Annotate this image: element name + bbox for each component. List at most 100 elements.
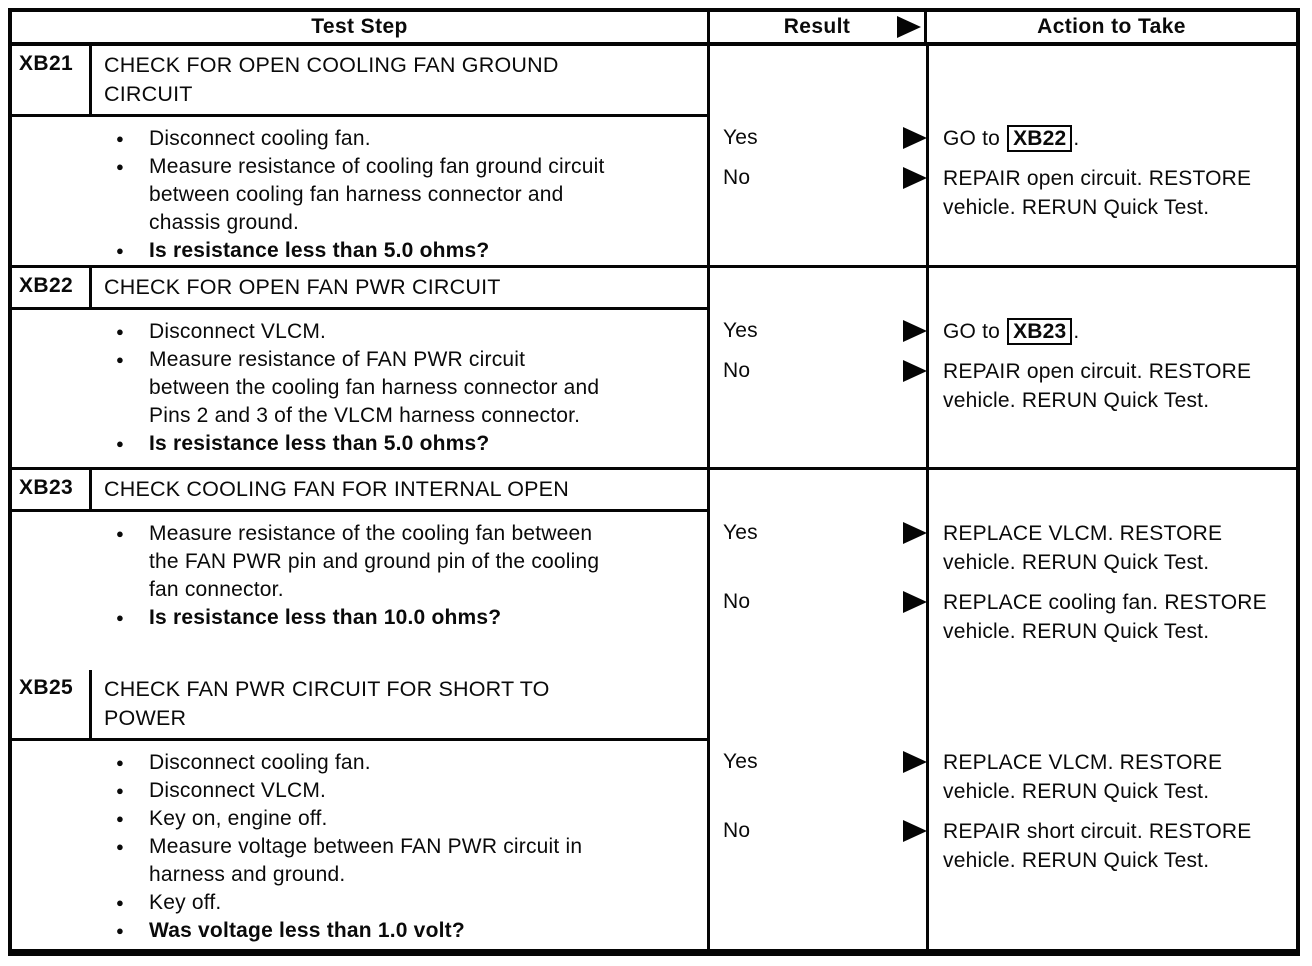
result-action-row: No REPAIR short circuit. RESTORE vehicle.… bbox=[710, 817, 1296, 875]
bullet-icon: ● bbox=[116, 610, 124, 625]
header-result: Result bbox=[707, 12, 927, 42]
bullet-icon: ● bbox=[116, 436, 124, 451]
result-action-panel: Yes REPLACE VLCM. RESTORE vehicle. RERUN … bbox=[707, 470, 1296, 670]
instruction-text: Measure resistance of the cooling fan be… bbox=[149, 522, 600, 601]
header-result-label: Result bbox=[783, 15, 851, 38]
result-answer: No bbox=[710, 357, 929, 385]
result-answer-label: No bbox=[723, 166, 751, 189]
instruction-text: Is resistance less than 5.0 ohms? bbox=[149, 239, 490, 262]
right-arrow-icon bbox=[903, 591, 927, 613]
right-arrow-icon bbox=[903, 127, 927, 149]
step-reference-box: XB22 bbox=[1007, 125, 1073, 152]
test-step-id: XB25 bbox=[12, 670, 92, 738]
instruction-text: Disconnect cooling fan. bbox=[149, 127, 371, 150]
pinpoint-test-table: Test Step Result Action to Take XB21 CHE… bbox=[8, 8, 1300, 956]
action-text: REPLACE cooling fan. RESTORE vehicle. RE… bbox=[929, 588, 1277, 646]
result-action-row: No REPLACE cooling fan. RESTORE vehicle. … bbox=[710, 588, 1296, 646]
test-step-id: XB21 bbox=[12, 46, 92, 114]
instruction-bullet: ● Measure resistance of the cooling fan b… bbox=[12, 520, 699, 604]
result-answer: No bbox=[710, 588, 929, 616]
test-step-block: XB21 CHECK FOR OPEN COOLING FAN GROUND C… bbox=[12, 46, 1296, 268]
action-text-segment: REPAIR short circuit. RESTORE vehicle. R… bbox=[943, 820, 1252, 872]
right-arrow-icon bbox=[903, 820, 927, 842]
test-step-title-row: XB25 CHECK FAN PWR CIRCUIT FOR SHORT TO … bbox=[12, 670, 707, 741]
test-step-title-row: XB22 CHECK FOR OPEN FAN PWR CIRCUIT bbox=[12, 268, 707, 310]
result-action-row: Yes REPLACE VLCM. RESTORE vehicle. RERUN … bbox=[710, 748, 1296, 806]
test-step-cell: XB21 CHECK FOR OPEN COOLING FAN GROUND C… bbox=[12, 46, 707, 265]
action-text-segment: REPAIR open circuit. RESTORE vehicle. RE… bbox=[943, 167, 1252, 219]
action-text-segment: . bbox=[1073, 127, 1080, 150]
instruction-text: Measure resistance of FAN PWR circuit be… bbox=[149, 348, 600, 427]
instruction-text: Key on, engine off. bbox=[149, 807, 328, 830]
action-text: REPAIR short circuit. RESTORE vehicle. R… bbox=[929, 817, 1277, 875]
step-reference-box: XB23 bbox=[1007, 318, 1073, 345]
result-answer-label: Yes bbox=[723, 319, 758, 342]
instruction-bullet: ●Key on, engine off. bbox=[12, 805, 699, 833]
bullet-icon: ● bbox=[116, 526, 124, 541]
instruction-bullet: ●Was voltage less than 1.0 volt? bbox=[12, 917, 699, 945]
test-step-id: XB22 bbox=[12, 268, 92, 307]
result-answer-label: No bbox=[723, 819, 751, 842]
instruction-text: Was voltage less than 1.0 volt? bbox=[149, 919, 465, 942]
right-arrow-icon bbox=[903, 522, 927, 544]
result-answer-label: No bbox=[723, 359, 751, 382]
bullet-icon: ● bbox=[116, 755, 124, 770]
test-step-title: CHECK FOR OPEN FAN PWR CIRCUIT bbox=[104, 275, 501, 299]
action-text-segment: GO to bbox=[943, 320, 1007, 343]
header-test-step: Test Step bbox=[311, 15, 408, 38]
instruction-text: Disconnect VLCM. bbox=[149, 320, 327, 343]
action-text-segment: REPLACE cooling fan. RESTORE vehicle. RE… bbox=[943, 591, 1267, 643]
test-step-instructions: ● Measure resistance of the cooling fan b… bbox=[12, 512, 707, 636]
instruction-bullet: ● Is resistance less than 5.0 ohms? bbox=[12, 430, 699, 458]
test-step-block: XB22 CHECK FOR OPEN FAN PWR CIRCUIT ● Dis… bbox=[12, 268, 1296, 470]
table-header-row: Test Step Result Action to Take bbox=[12, 12, 1296, 46]
test-step-title-row: XB21 CHECK FOR OPEN COOLING FAN GROUND C… bbox=[12, 46, 707, 117]
instruction-text: Disconnect VLCM. bbox=[149, 779, 327, 802]
result-answer-label: Yes bbox=[723, 750, 758, 773]
instruction-text: Measure voltage between FAN PWR circuit … bbox=[149, 835, 583, 886]
test-step-title: CHECK FOR OPEN COOLING FAN GROUND CIRCUI… bbox=[104, 53, 559, 106]
bullet-icon: ● bbox=[116, 324, 124, 339]
test-step-title: CHECK FAN PWR CIRCUIT FOR SHORT TO POWER bbox=[104, 677, 550, 730]
test-step-block: XB25 CHECK FAN PWR CIRCUIT FOR SHORT TO … bbox=[12, 670, 1296, 952]
instruction-text: Disconnect cooling fan. bbox=[149, 751, 371, 774]
action-text: REPAIR open circuit. RESTORE vehicle. RE… bbox=[929, 164, 1277, 222]
instruction-text: Key off. bbox=[149, 891, 222, 914]
bullet-icon: ● bbox=[116, 352, 124, 367]
action-text-segment: GO to bbox=[943, 127, 1007, 150]
bullet-icon: ● bbox=[116, 243, 124, 258]
result-answer-label: Yes bbox=[723, 521, 758, 544]
result-action-row: Yes REPLACE VLCM. RESTORE vehicle. RERUN … bbox=[710, 519, 1296, 577]
test-step-instructions: ● Disconnect VLCM. ● Measure resistance of … bbox=[12, 310, 707, 462]
instruction-bullet: ● Disconnect cooling fan. bbox=[12, 749, 699, 777]
result-action-row: Yes GO to XB23. bbox=[710, 317, 1296, 346]
instruction-bullet: ● Is resistance less than 5.0 ohms? bbox=[12, 237, 699, 265]
result-action-row: No REPAIR open circuit. RESTORE vehicle. … bbox=[710, 164, 1296, 222]
test-step-instructions: ● Disconnect cooling fan.● Disconnect VLCM… bbox=[12, 741, 707, 949]
test-step-title: CHECK COOLING FAN FOR INTERNAL OPEN bbox=[104, 477, 569, 501]
action-text: GO to XB23. bbox=[929, 317, 1277, 346]
action-text: REPLACE VLCM. RESTORE vehicle. RERUN Qui… bbox=[929, 748, 1277, 806]
result-answer: Yes bbox=[710, 519, 929, 547]
instruction-bullet: ●Measure voltage between FAN PWR circuit… bbox=[12, 833, 699, 889]
right-arrow-icon bbox=[903, 320, 927, 342]
instruction-text: Is resistance less than 5.0 ohms? bbox=[149, 432, 490, 455]
test-step-instructions: ● Disconnect cooling fan. ●Measure resista… bbox=[12, 117, 707, 265]
action-text-segment: REPLACE VLCM. RESTORE vehicle. RERUN Qui… bbox=[943, 751, 1223, 803]
test-step-cell: XB22 CHECK FOR OPEN FAN PWR CIRCUIT ● Dis… bbox=[12, 268, 707, 467]
bullet-icon: ● bbox=[116, 159, 124, 174]
test-step-title-row: XB23 CHECK COOLING FAN FOR INTERNAL OPEN bbox=[12, 470, 707, 512]
right-arrow-icon bbox=[903, 167, 927, 189]
instruction-bullet: ●Measure resistance of cooling fan groun… bbox=[12, 153, 699, 237]
instruction-bullet: ●Key off. bbox=[12, 889, 699, 917]
action-text-segment: REPLACE VLCM. RESTORE vehicle. RERUN Qui… bbox=[943, 522, 1223, 574]
result-answer-label: No bbox=[723, 590, 751, 613]
test-step-id: XB23 bbox=[12, 470, 92, 509]
result-answer: No bbox=[710, 817, 929, 845]
